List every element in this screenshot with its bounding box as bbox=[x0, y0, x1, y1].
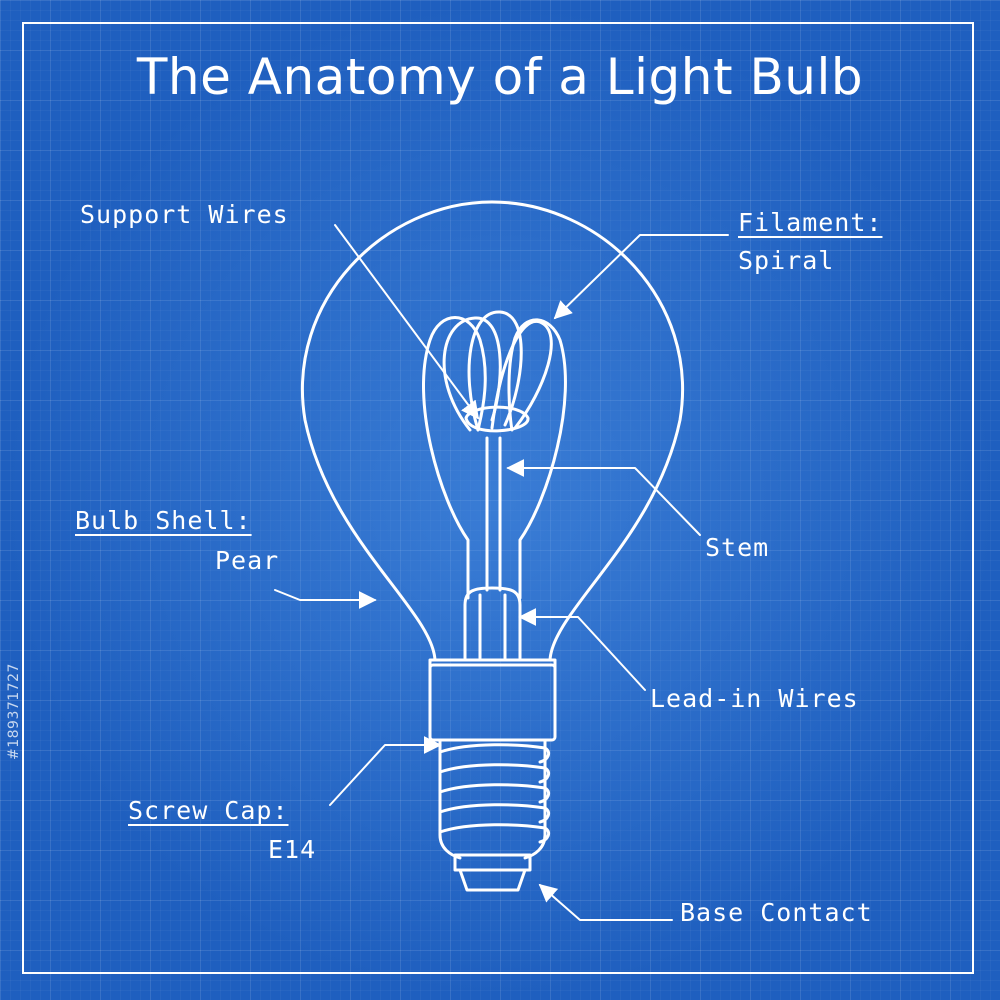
base-contact-connector bbox=[538, 883, 673, 921]
support-wires-connector bbox=[334, 224, 480, 420]
support-wire-right bbox=[507, 318, 567, 600]
label-stem: Stem bbox=[705, 533, 770, 562]
support-wire-left bbox=[422, 316, 487, 600]
label-bulb-shell: Bulb Shell: bbox=[75, 506, 252, 535]
lead-in-wires-shape bbox=[478, 593, 507, 660]
blueprint-frame bbox=[22, 22, 974, 974]
insulator bbox=[453, 853, 532, 872]
label-support-wires: Support Wires bbox=[80, 200, 289, 229]
bulb-neck bbox=[428, 663, 557, 742]
bulb-shell-outline bbox=[300, 200, 685, 662]
base-contact-shape bbox=[458, 868, 527, 892]
label-lead-in-wires: Lead-in Wires bbox=[650, 684, 859, 713]
filament-connector bbox=[553, 234, 729, 320]
label-filament-type: Spiral bbox=[738, 246, 835, 275]
lead-in-wires-connector bbox=[518, 608, 646, 691]
screw-cap-connector bbox=[329, 736, 442, 806]
diagram-title: The Anatomy of a Light Bulb bbox=[136, 48, 864, 106]
bulb-shell-connector bbox=[274, 589, 377, 609]
label-filament: Filament: bbox=[738, 208, 883, 237]
filament-spiral-shape bbox=[442, 310, 553, 433]
stem-pinch bbox=[463, 586, 522, 660]
label-bulb-shell-type: Pear bbox=[215, 546, 280, 575]
watermark-id: #189371727 bbox=[6, 663, 22, 760]
connector-lines bbox=[274, 224, 729, 921]
screw-cap-threads bbox=[438, 743, 551, 844]
stem-connector bbox=[506, 459, 701, 536]
label-screw-cap: Screw Cap: bbox=[128, 796, 289, 825]
label-base-contact: Base Contact bbox=[680, 898, 873, 927]
stem-shape bbox=[485, 436, 502, 592]
label-screw-cap-type: E14 bbox=[268, 835, 317, 864]
screw-cap-body bbox=[438, 738, 547, 860]
